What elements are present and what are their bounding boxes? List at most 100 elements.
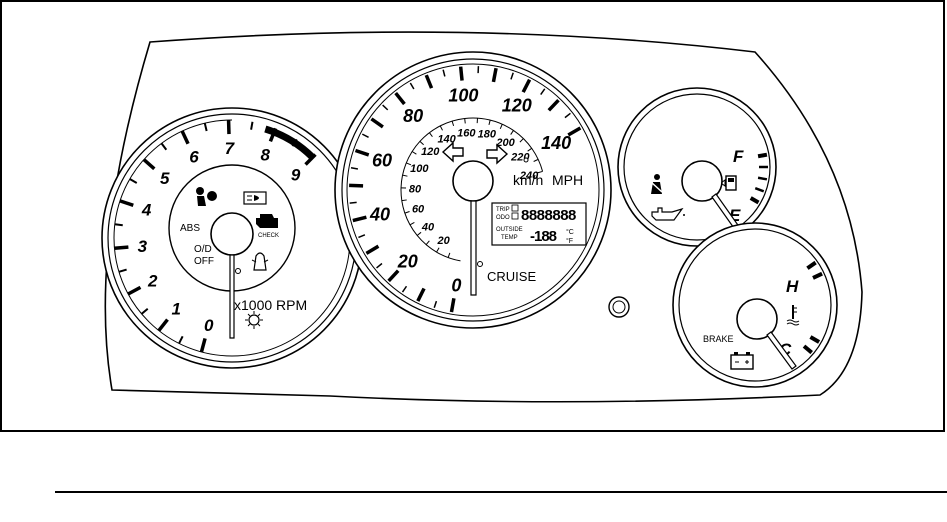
- temp-unit-c: °C: [566, 228, 574, 236]
- speedo-tick: [365, 244, 380, 255]
- outside-temp-label-line1: OUTSIDE: [496, 227, 523, 233]
- odometer-display: TRIP ODO 8888888 OUTSIDE TEMP -188 °C °F: [491, 202, 587, 246]
- speedo-tick: [458, 66, 464, 81]
- speedo-kmh-number: 80: [409, 183, 422, 195]
- trip-label: TRIP: [496, 207, 510, 213]
- tach-tick: [203, 122, 208, 132]
- speedo-reset-knob: [477, 261, 483, 267]
- speedo-kmh-number: 140: [437, 133, 456, 145]
- kmh-end-dot: [523, 157, 529, 163]
- kmh-tick: [488, 119, 491, 126]
- kmh-tick: [499, 124, 503, 129]
- speedo-tick: [567, 126, 582, 137]
- speedo-tick: [361, 133, 369, 138]
- tach-number: 7: [225, 139, 236, 158]
- tach-tick: [114, 223, 123, 227]
- dimmer-sun-icon: [245, 311, 263, 329]
- speedo-tick: [387, 269, 400, 283]
- check-engine-label: CHECK: [258, 233, 279, 239]
- kmh-tick: [425, 240, 430, 245]
- fuel-tick: [757, 176, 768, 181]
- tach-tick: [140, 307, 149, 315]
- speedo-tick: [416, 287, 426, 302]
- speedo-kmh-number: 100: [410, 163, 429, 175]
- tach-hub: [210, 212, 254, 256]
- speedo-tick: [401, 285, 408, 293]
- kmh-tick: [419, 140, 424, 146]
- tach-tick: [119, 199, 134, 207]
- speedo-tick: [352, 215, 367, 223]
- kmh-tick: [439, 125, 443, 131]
- speedo-tick: [394, 91, 406, 106]
- trip-odo-toggle-b: [511, 212, 519, 220]
- speedo-tick: [442, 69, 446, 77]
- kmh-tick: [464, 118, 466, 124]
- coolant-temp-icon: [786, 305, 800, 326]
- speedo-mph-ticks: [349, 66, 582, 313]
- speedo-mph-number: 20: [397, 251, 418, 271]
- outside-temp-digits: -188: [530, 228, 557, 245]
- speedo-tick: [370, 117, 384, 129]
- speedo-kmh-number: 40: [421, 222, 435, 234]
- speedo-tick: [358, 234, 366, 239]
- speedo-needle: [470, 200, 477, 296]
- speedo-tick: [449, 298, 456, 313]
- speedo-tick: [409, 82, 415, 90]
- odo-label: ODO: [496, 215, 510, 221]
- odometer-lcd-box: [491, 202, 587, 246]
- kmh-tick: [404, 211, 410, 214]
- tach-tick: [118, 268, 127, 273]
- speedo-mph-number: 100: [448, 85, 478, 105]
- cluster-housing: [104, 31, 863, 403]
- check-engine-icon: [256, 214, 278, 228]
- kmh-tick: [411, 151, 417, 155]
- tach-number: 8: [260, 145, 270, 164]
- speedo-kmh-arc: [400, 117, 544, 262]
- speedo-tick: [510, 72, 514, 80]
- temp-tick: [809, 335, 821, 344]
- temp-unit-f: °F: [566, 237, 573, 245]
- temp-gauge: H C BRAKE: [672, 222, 838, 388]
- tach-number: 5: [160, 169, 170, 188]
- speedo-tick: [521, 78, 532, 93]
- tach-tick: [160, 142, 168, 151]
- diagram-border: [0, 0, 945, 432]
- speedo-mph-number: 60: [372, 150, 392, 170]
- tach-number: 6: [189, 147, 199, 166]
- speedo-kmh-number: 60: [412, 204, 425, 216]
- speedo-mph-number: 0: [451, 276, 461, 296]
- speedo-tick: [376, 262, 383, 269]
- left-turn-signal-icon: [441, 141, 464, 163]
- kmh-tick: [527, 147, 532, 152]
- temp-hot-label: H: [786, 277, 799, 296]
- speedo-mph-unit: MPH: [552, 172, 583, 188]
- kmh-tick: [533, 158, 539, 162]
- speedo-kmh-number: 240: [519, 170, 539, 182]
- kmh-tick: [401, 199, 407, 202]
- kmh-tick: [406, 162, 412, 166]
- outside-temp-label-line2: TEMP: [501, 235, 518, 241]
- fuel-gauge: F E: [617, 87, 777, 247]
- speedo-tick: [540, 88, 546, 96]
- battery-warning-icon: [730, 352, 754, 370]
- trip-reset-button-inner: [612, 300, 626, 314]
- tach-number: 3: [138, 237, 148, 256]
- speedo-tick: [491, 67, 498, 83]
- od-off-label-line1: O/D: [194, 244, 212, 255]
- kmh-tick: [416, 231, 422, 236]
- temp-scale-ticks: [802, 260, 823, 355]
- speedo-tick: [350, 166, 359, 170]
- speedo-mph-number: 80: [403, 106, 423, 126]
- kmh-tick: [519, 138, 524, 143]
- kmh-tick: [451, 120, 455, 127]
- headlight-indicator-icon: [243, 191, 267, 205]
- tach-tick: [127, 285, 142, 296]
- fuel-tick: [754, 187, 765, 193]
- kmh-tick: [510, 130, 514, 135]
- airbag-warning-icon: [196, 187, 217, 206]
- tach-tick: [157, 318, 169, 332]
- speedo-kmh-ticks: [401, 118, 543, 258]
